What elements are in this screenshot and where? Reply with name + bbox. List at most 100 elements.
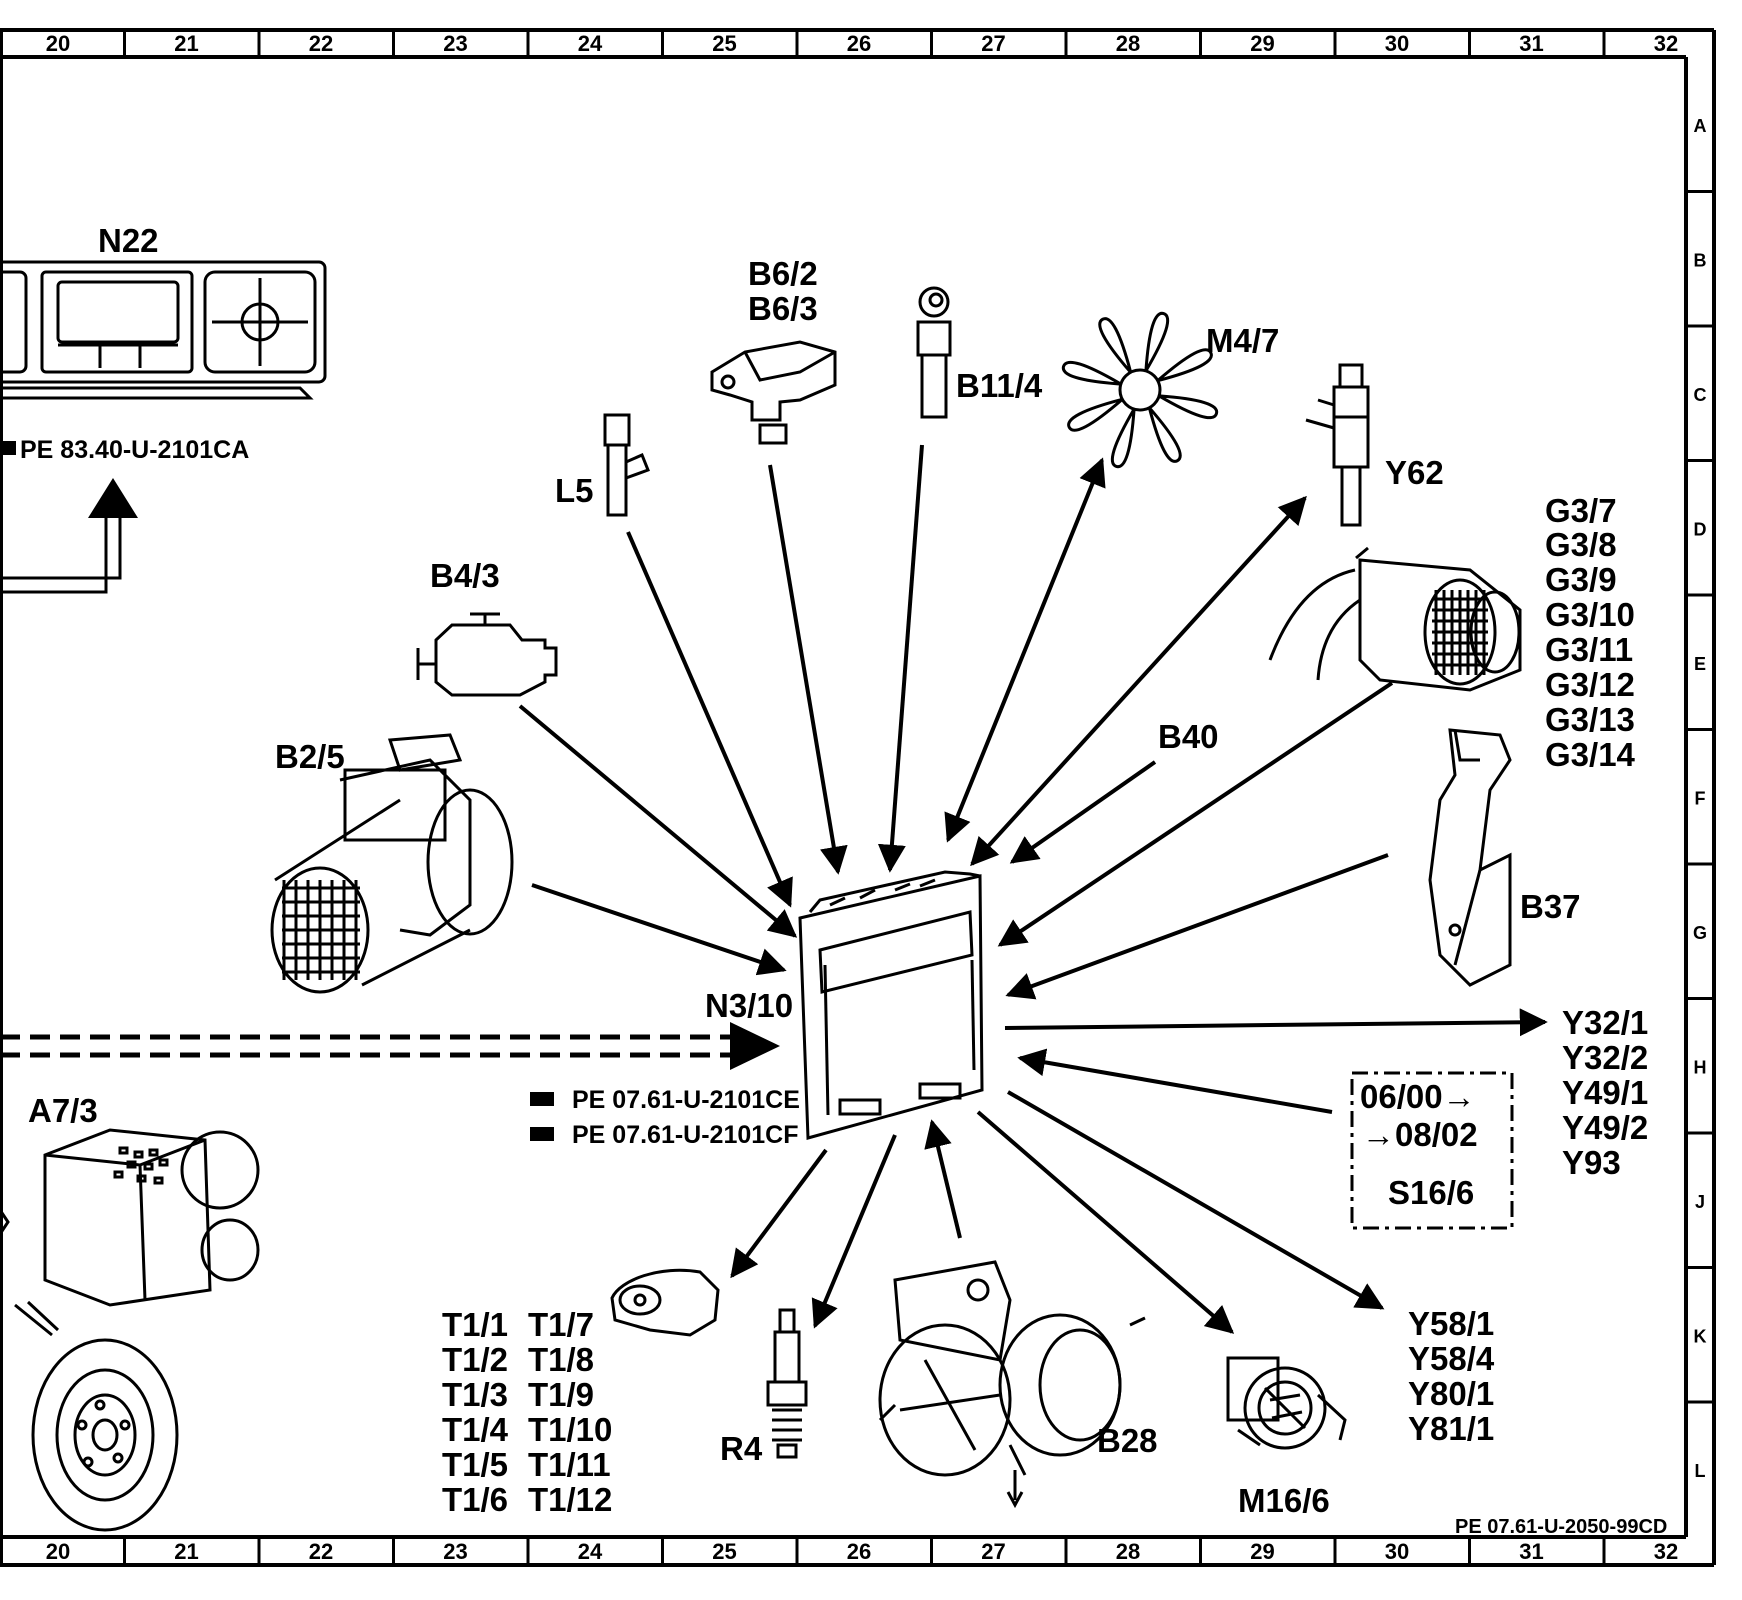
m4-7-fan-icon [1061,311,1219,469]
g3-label: G3/8 [1545,526,1617,563]
port-hole [136,1174,147,1183]
fan-blade [1147,406,1182,463]
date-range-from: 06/00→ [1360,1078,1476,1115]
t1-label: T1/8 [528,1341,594,1378]
drawing-id: PE 07.61-U-2050-99CD [1455,1516,1667,1538]
fan-hub [1118,368,1162,412]
y-upper-label: Y32/1 [1562,1004,1648,1041]
fan-blade [1067,397,1124,432]
g3-label: G3/7 [1545,492,1617,529]
row-letter: F [1695,789,1706,809]
column-number: 27 [981,1539,1005,1564]
column-number: 21 [174,1539,198,1564]
m16-6-throttle-actuator-icon [1226,1356,1347,1450]
column-number: 24 [578,1539,603,1564]
y-lower-label: Y58/1 [1408,1305,1494,1342]
s16-6-date-range-box [1350,1071,1514,1230]
port-hole [133,1150,144,1159]
brake-disc-icon [0,1209,179,1532]
n22-reference: PE 83.40-U-2101CA [20,436,249,464]
column-number: 26 [847,1539,871,1564]
t1-label: T1/7 [528,1306,594,1343]
column-number: 28 [1116,31,1140,56]
date-range-to: →08/02 [1362,1116,1478,1153]
port-hole [143,1162,154,1171]
column-number: 27 [981,31,1005,56]
b11-4-temperature-sensor-icon [916,286,952,419]
g3-oxygen-sensor-icon [1268,546,1522,692]
column-number: 25 [712,31,736,56]
column-number: 32 [1654,1539,1678,1564]
fan-blade [1110,408,1136,469]
column-number: 29 [1250,31,1274,56]
n22-climate-control-icon [0,260,327,400]
fan-blade [1061,360,1122,386]
column-number: 23 [443,31,467,56]
reference-icon [2,441,16,455]
row-letter: L [1695,1461,1706,1481]
l5-label: L5 [555,472,594,509]
column-number: 28 [1116,1539,1140,1564]
n3-10-label: N3/10 [705,987,793,1024]
row-letter: B [1694,251,1707,271]
fan-blade [1158,394,1219,420]
y62-label: Y62 [1385,454,1444,491]
l5-crankshaft-sensor-icon [603,413,650,517]
column-number: 29 [1250,1539,1274,1564]
b6-2-label: B6/2 [748,255,818,292]
port-hole [118,1146,129,1155]
b37-label: B37 [1520,888,1581,925]
g3-label: G3/9 [1545,561,1617,598]
n3-10-reference-1: PE 07.61-U-2101CE [572,1086,800,1114]
row-letter: G [1693,923,1707,943]
t1-label-list: T1/1 T1/2 T1/3 T1/4 T1/5 T1/6 T1/7 T1/8 … [442,1306,612,1518]
s16-6-label: S16/6 [1388,1174,1474,1211]
n22-label: N22 [98,222,159,259]
m16-6-label: M16/6 [1238,1482,1330,1519]
t1-label: T1/4 [442,1411,509,1448]
drawing-frame [0,28,1716,1567]
column-number: 31 [1519,1539,1543,1564]
column-number: 24 [578,31,603,56]
column-number: 25 [712,1539,736,1564]
y-lower-label: Y58/4 [1408,1340,1495,1377]
y62-injector-icon [1305,363,1370,527]
t1-label: T1/1 [442,1306,508,1343]
b2-5-label: B2/5 [275,738,345,775]
y-lower-label: Y80/1 [1408,1375,1494,1412]
reference-icon [530,1127,554,1141]
t1-label: T1/10 [528,1411,612,1448]
fan-blade [1156,348,1213,383]
y-upper-label: Y93 [1562,1144,1621,1181]
t1-label: T1/9 [528,1376,594,1413]
n3-10-ecu-icon [798,870,984,1140]
b6-3-label: B6/3 [748,290,818,327]
t1-ignition-coil-icon [610,1268,720,1337]
column-number: 20 [46,1539,70,1564]
column-number: 22 [309,31,333,56]
row-letter: J [1695,1192,1705,1212]
column-number: 30 [1385,1539,1409,1564]
y-upper-label: Y49/1 [1562,1074,1648,1111]
g3-label: G3/10 [1545,596,1635,633]
b40-label: B40 [1158,718,1219,755]
a7-3-hydraulic-unit-icon [43,1128,260,1307]
row-letter: D [1694,520,1707,540]
b28-label: B28 [1097,1422,1158,1459]
column-number: 20 [46,31,70,56]
y-upper-label: Y49/2 [1562,1109,1648,1146]
g3-label: G3/14 [1545,736,1636,773]
t1-label: T1/12 [528,1481,612,1518]
column-number: 30 [1385,31,1409,56]
row-letter: A [1694,116,1707,136]
r4-spark-plug-icon [766,1308,808,1459]
row-letter: E [1694,654,1706,674]
y-upper-label: Y32/2 [1562,1039,1648,1076]
port-hole [158,1158,169,1167]
t1-label: T1/11 [528,1446,611,1483]
signal-arrows [518,444,1548,1334]
fan-blade [1144,311,1170,372]
